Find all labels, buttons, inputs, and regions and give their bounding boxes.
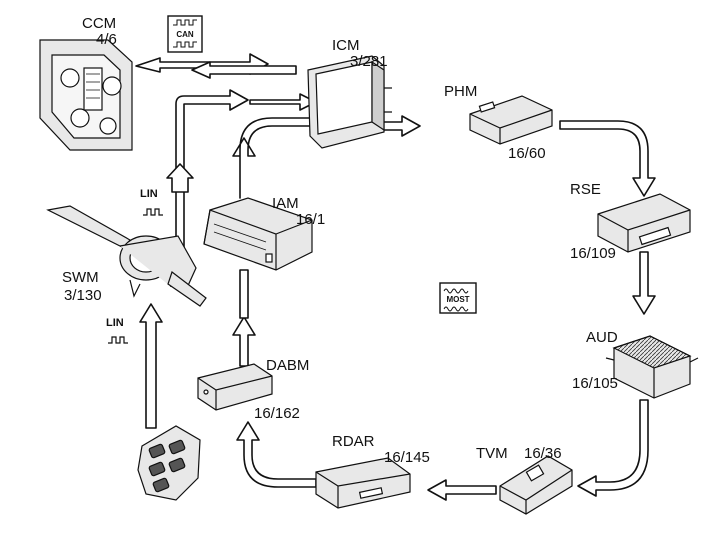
iam-name: IAM [272,195,299,212]
lin-badge-upper-text: LIN [140,188,158,200]
most-ring-arrows [232,115,656,501]
arrow-tvm-to-rdar [427,479,497,501]
icm-name: ICM [332,37,360,54]
arrow-ccm-icm-can [135,53,269,75]
arrow-ccm-icm-can-b [191,61,297,79]
rdar-module [315,457,411,509]
can-badge: CAN [167,15,203,53]
most-badge: MOST [439,282,477,314]
dabm-name: DABM [266,357,309,374]
phm-module [469,95,553,145]
arrow-rdar-to-dabm [236,421,317,488]
dabm-module [197,363,273,411]
rse-module [597,193,691,253]
swm-button-pad [137,425,201,501]
ccm-code: 4/6 [96,31,117,48]
can-badge-text: CAN [176,30,194,39]
swm-name: SWM [62,269,99,286]
arrow-iam-body-down [239,269,249,319]
dabm-code: 16/162 [254,405,300,422]
arrow-dabm-to-iam [232,316,256,367]
arrow-aud-to-tvm [577,399,649,497]
aud-name: AUD [586,329,618,346]
icm-module [307,55,392,149]
ccm-name: CCM [82,15,116,32]
lin-badge-lower: LIN [106,317,128,344]
arrow-buttons-to-swm [139,303,163,429]
rse-code: 16/109 [570,245,616,262]
swm-module [46,205,207,307]
can-lin-arrows [135,53,317,429]
tvm-code: 16/36 [524,445,562,462]
rdar-code: 16/145 [384,449,430,466]
aud-module [605,335,699,399]
iam-code: 16/1 [296,211,325,228]
module-labels: CCM 4/6 ICM 3/281 PHM 16/60 RSE 16/109 A… [62,15,618,466]
lin-badge-upper: LIN [140,188,163,216]
swm-code: 3/130 [64,287,102,304]
arrow-iam-to-icm [232,117,319,199]
aud-code: 16/105 [572,375,618,392]
arrow-phm-to-rse [559,120,656,197]
lin-badge-lower-text: LIN [106,317,124,329]
arrow-icm-can-mid [249,93,317,111]
most-badge-text: MOST [446,295,469,304]
phm-code: 16/60 [508,145,546,162]
rse-name: RSE [570,181,601,198]
iam-module [203,197,313,271]
ccm-module [39,39,133,151]
rdar-name: RDAR [332,433,375,450]
tvm-module [499,455,573,515]
arrow-rse-to-aud [632,251,656,315]
phm-name: PHM [444,83,477,100]
arrow-swm-to-icm [175,89,249,251]
tvm-name: TVM [476,445,508,462]
arrow-swm-up [166,163,194,193]
icm-code: 3/281 [350,53,388,70]
